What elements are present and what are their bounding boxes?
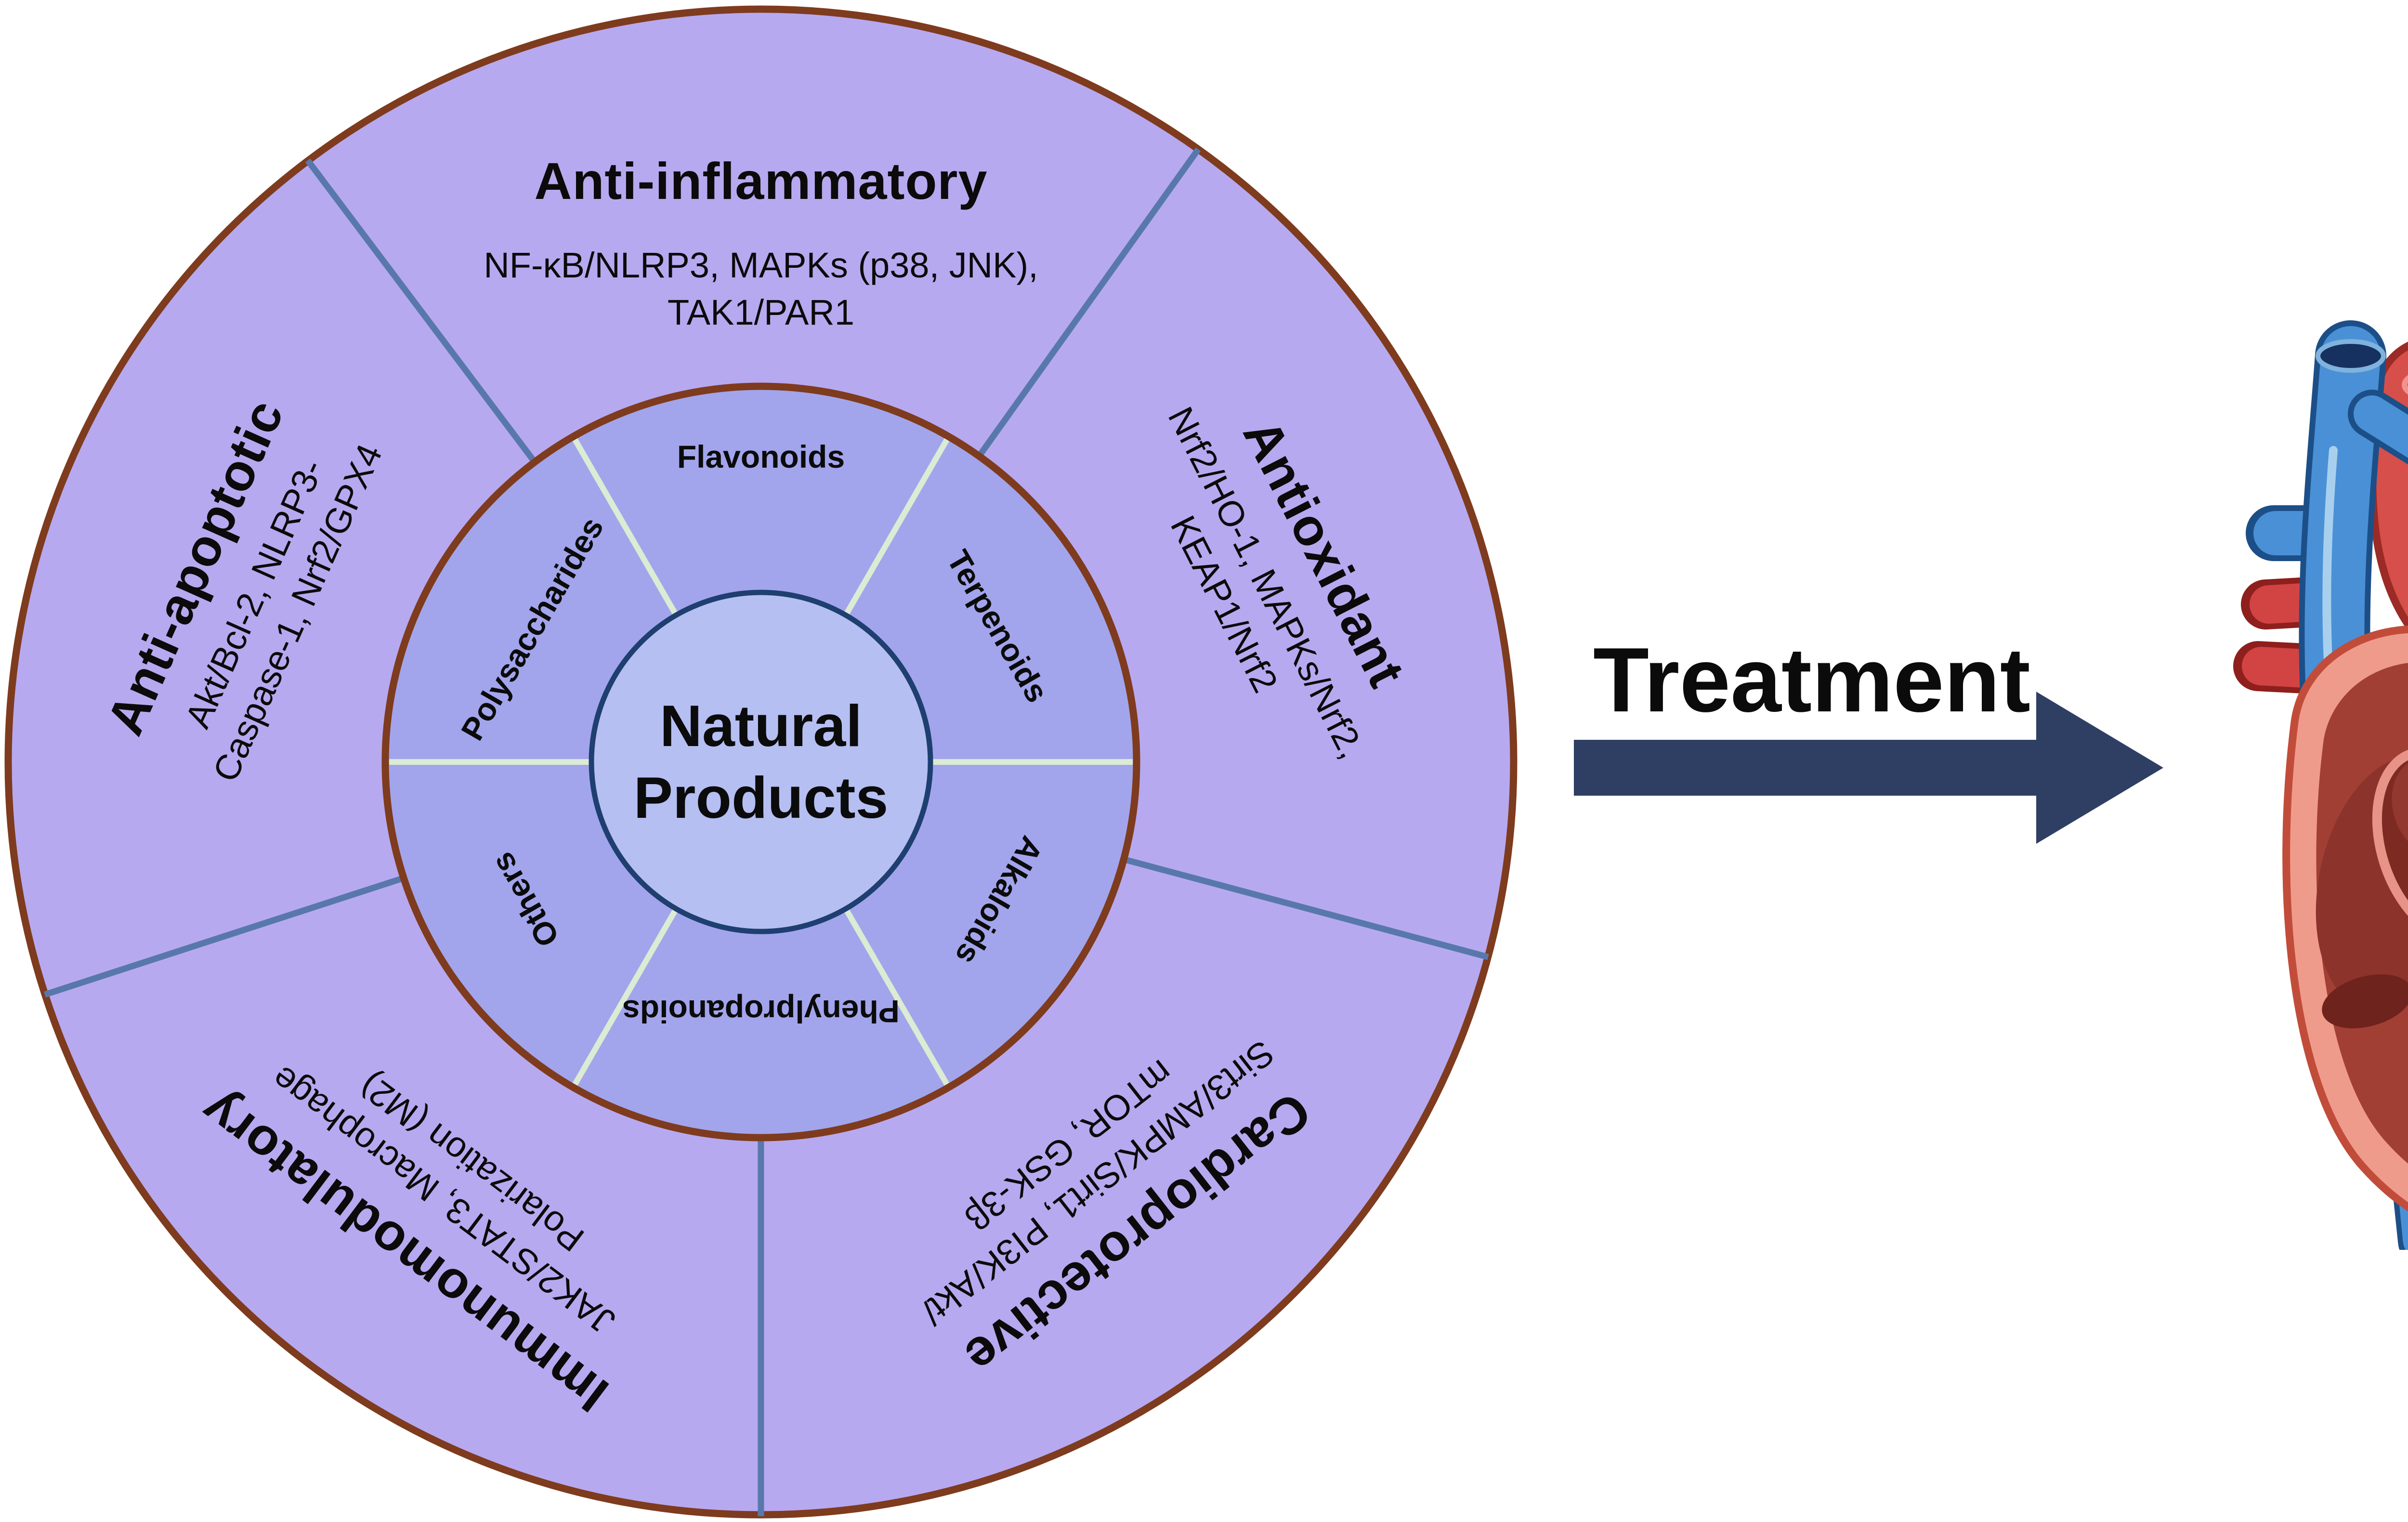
center-line: Natural	[659, 693, 863, 759]
aorta	[2369, 342, 2408, 631]
divider-alkaloids-phenylpropanoids	[842, 906, 950, 1086]
divider-flavonoids-terpenoids	[842, 438, 950, 617]
treatment-label: Treatment	[1593, 629, 2031, 731]
natural-products-wheel	[4, 5, 1518, 1519]
outer-segment-dividers	[43, 147, 1489, 1516]
center-line: Products	[633, 765, 889, 830]
center-circle	[589, 590, 933, 934]
inner-segment-flavonoids: Flavonoids	[677, 439, 845, 474]
divider-antiinflammatory-antioxidant	[976, 147, 1201, 458]
inner-segment-dividers	[389, 438, 1133, 1086]
heart-illustration	[2233, 320, 2408, 1250]
divider-polysaccharides-flavonoids	[572, 438, 680, 617]
outer-segment-anti-inflammatory: Anti-inflammatory NF-κB/NLRP3, MAPKs (p3…	[484, 151, 1038, 336]
divider-phenylpropanoids-others	[572, 906, 680, 1086]
divider-immunomodulatory-antiapoptotic	[43, 875, 405, 998]
divider-antioxidant-cardioprotective	[1123, 856, 1489, 960]
heart-body	[2282, 625, 2408, 1212]
pathways-line: NF-κB/NLRP3, MAPKs (p38, JNK),	[484, 245, 1038, 285]
arrow-shape	[1574, 692, 2163, 844]
segment-title: Anti-inflammatory	[534, 151, 988, 210]
segment-pathways: NF-κB/NLRP3, MAPKs (p38, JNK), TAK1/PAR1	[484, 242, 1038, 336]
divider-antiapoptotic-antiinflammatory	[305, 158, 537, 464]
pathways-line: TAK1/PAR1	[667, 292, 854, 332]
center-label-natural-products: Natural Products	[634, 690, 889, 834]
atrium-shadow	[2322, 974, 2408, 1029]
left-atrium-opening	[2372, 747, 2408, 944]
treatment-arrow-icon	[1574, 692, 2163, 844]
inner-segment-phenylpropanoids: Phenylpropanoids	[622, 994, 900, 1029]
